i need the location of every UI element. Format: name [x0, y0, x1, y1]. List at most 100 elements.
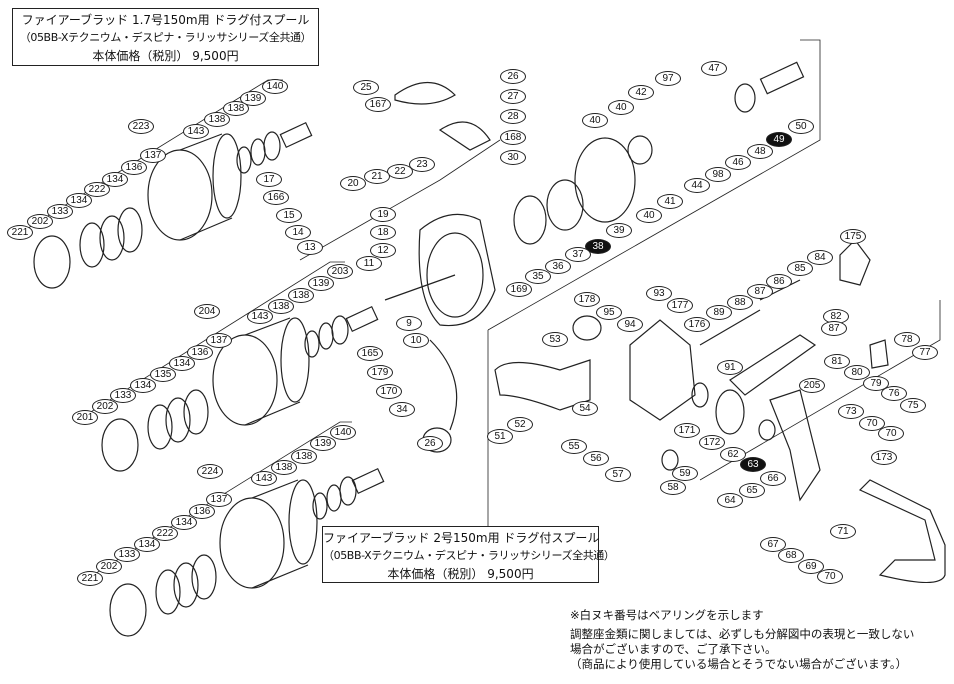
part-number-label[interactable]: 136 — [187, 344, 213, 360]
part-number-label[interactable]: 70 — [859, 415, 885, 431]
part-number-label[interactable]: 52 — [507, 416, 533, 432]
part-number-label[interactable]: 36 — [545, 258, 571, 274]
part-number-label[interactable]: 80 — [844, 364, 870, 380]
part-number-label[interactable]: 89 — [706, 304, 732, 320]
part-number-label[interactable]: 87 — [821, 320, 847, 336]
part-number-label[interactable]: 62 — [720, 446, 746, 462]
part-number-label[interactable]: 19 — [370, 206, 396, 222]
part-number-label[interactable]: 66 — [760, 470, 786, 486]
part-number-label[interactable]: 54 — [572, 400, 598, 416]
part-number-label[interactable]: 138 — [288, 287, 314, 303]
part-number-label[interactable]: 77 — [912, 344, 938, 360]
part-number-label[interactable]: 138 — [291, 448, 317, 464]
part-number-label[interactable]: 40 — [636, 207, 662, 223]
part-number-label[interactable]: 73 — [838, 403, 864, 419]
part-number-label[interactable]: 137 — [206, 332, 232, 348]
part-number-label[interactable]: 139 — [240, 90, 266, 106]
part-number-label[interactable]: 137 — [206, 491, 232, 507]
part-number-label[interactable]: 223 — [128, 118, 154, 134]
part-number-label[interactable]: 44 — [684, 177, 710, 193]
part-number-label[interactable]: 37 — [565, 246, 591, 262]
part-number-label[interactable]: 139 — [310, 435, 336, 451]
part-number-label[interactable]: 168 — [500, 129, 526, 145]
part-number-label[interactable]: 11 — [356, 255, 382, 271]
part-number-label[interactable]: 17 — [256, 171, 282, 187]
part-number-label[interactable]: 42 — [628, 84, 654, 100]
part-number-label[interactable]: 25 — [353, 79, 379, 95]
part-number-label[interactable]: 46 — [725, 154, 751, 170]
part-number-label[interactable]: 47 — [701, 60, 727, 76]
part-number-label[interactable]: 78 — [894, 331, 920, 347]
part-number-label[interactable]: 28 — [500, 108, 526, 124]
part-number-label[interactable]: 70 — [878, 425, 904, 441]
part-number-label[interactable]: 166 — [263, 189, 289, 205]
part-number-label[interactable]: 133 — [114, 546, 140, 562]
part-number-label[interactable]: 26 — [417, 435, 443, 451]
part-number-label[interactable]: 75 — [900, 397, 926, 413]
part-number-label[interactable]: 23 — [409, 156, 435, 172]
part-number-label[interactable]: 171 — [674, 422, 700, 438]
part-number-label[interactable]: 140 — [330, 424, 356, 440]
part-number-label[interactable]: 65 — [739, 482, 765, 498]
part-number-label[interactable]: 204 — [194, 303, 220, 319]
part-number-label[interactable]: 201 — [72, 409, 98, 425]
part-number-label[interactable]: 172 — [699, 434, 725, 450]
part-number-label[interactable]: 55 — [561, 438, 587, 454]
part-number-label[interactable]: 136 — [189, 503, 215, 519]
part-number-label[interactable]: 143 — [247, 308, 273, 324]
part-number-label[interactable]: 134 — [102, 171, 128, 187]
part-number-label[interactable]: 136 — [121, 159, 147, 175]
part-number-label[interactable]: 14 — [285, 224, 311, 240]
part-number-label[interactable]: 143 — [251, 470, 277, 486]
part-number-label[interactable]: 138 — [268, 298, 294, 314]
part-number-label[interactable]: 91 — [717, 359, 743, 375]
part-number-label[interactable]: 140 — [262, 78, 288, 94]
part-number-label[interactable]: 203 — [327, 263, 353, 279]
part-number-label[interactable]: 86 — [766, 273, 792, 289]
part-number-label[interactable]: 57 — [605, 466, 631, 482]
part-number-label[interactable]: 18 — [370, 224, 396, 240]
part-number-label[interactable]: 88 — [727, 294, 753, 310]
part-number-label[interactable]: 81 — [824, 353, 850, 369]
part-number-label[interactable]: 35 — [525, 268, 551, 284]
bearing-part-number-label[interactable]: 63 — [740, 456, 766, 472]
part-number-label[interactable]: 85 — [787, 260, 813, 276]
part-number-label[interactable]: 134 — [169, 355, 195, 371]
part-number-label[interactable]: 30 — [500, 149, 526, 165]
part-number-label[interactable]: 51 — [487, 428, 513, 444]
bearing-part-number-label[interactable]: 38 — [585, 238, 611, 254]
part-number-label[interactable]: 12 — [370, 242, 396, 258]
part-number-label[interactable]: 13 — [297, 239, 323, 255]
part-number-label[interactable]: 27 — [500, 88, 526, 104]
part-number-label[interactable]: 133 — [110, 387, 136, 403]
part-number-label[interactable]: 143 — [183, 123, 209, 139]
part-number-label[interactable]: 224 — [197, 463, 223, 479]
part-number-label[interactable]: 137 — [140, 147, 166, 163]
part-number-label[interactable]: 58 — [660, 479, 686, 495]
part-number-label[interactable]: 173 — [871, 449, 897, 465]
part-number-label[interactable]: 79 — [863, 375, 889, 391]
part-number-label[interactable]: 202 — [96, 558, 122, 574]
part-number-label[interactable]: 178 — [574, 291, 600, 307]
part-number-label[interactable]: 175 — [840, 228, 866, 244]
part-number-label[interactable]: 22 — [387, 163, 413, 179]
part-number-label[interactable]: 202 — [92, 398, 118, 414]
part-number-label[interactable]: 202 — [27, 213, 53, 229]
part-number-label[interactable]: 53 — [542, 331, 568, 347]
part-number-label[interactable]: 134 — [134, 536, 160, 552]
part-number-label[interactable]: 40 — [582, 112, 608, 128]
part-number-label[interactable]: 138 — [204, 111, 230, 127]
part-number-label[interactable]: 221 — [7, 224, 33, 240]
part-number-label[interactable]: 133 — [47, 203, 73, 219]
part-number-label[interactable]: 10 — [403, 332, 429, 348]
part-number-label[interactable]: 87 — [747, 283, 773, 299]
part-number-label[interactable]: 39 — [606, 222, 632, 238]
part-number-label[interactable]: 21 — [364, 168, 390, 184]
part-number-label[interactable]: 179 — [367, 364, 393, 380]
part-number-label[interactable]: 48 — [747, 143, 773, 159]
part-number-label[interactable]: 169 — [506, 281, 532, 297]
part-number-label[interactable]: 94 — [617, 316, 643, 332]
part-number-label[interactable]: 170 — [376, 383, 402, 399]
part-number-label[interactable]: 67 — [760, 536, 786, 552]
part-number-label[interactable]: 176 — [684, 316, 710, 332]
